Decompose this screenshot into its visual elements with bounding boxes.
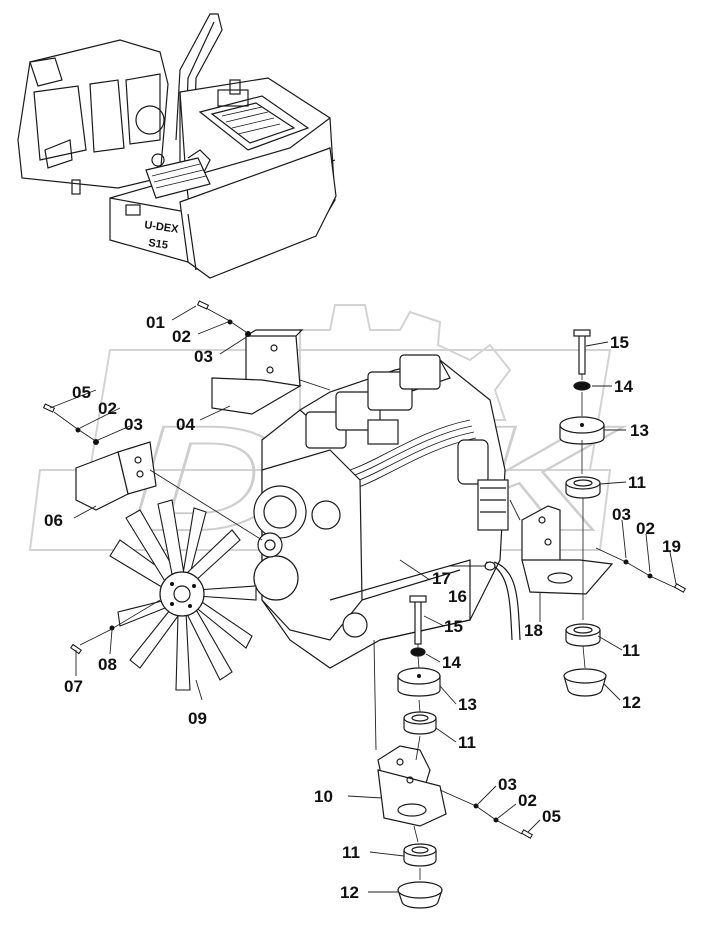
callout-05: 05 <box>72 383 91 402</box>
callout-03: 03 <box>124 415 143 434</box>
callout-02: 02 <box>518 791 537 810</box>
callout-12: 12 <box>340 883 359 902</box>
callout-11: 11 <box>622 641 640 660</box>
leader-lines <box>49 305 677 893</box>
callout-06: 06 <box>44 511 63 530</box>
callout-labels: 01 02 03 04 05 02 03 06 07 08 09 10 11 1… <box>44 313 681 902</box>
callout-03: 03 <box>612 505 631 524</box>
callout-11: 11 <box>628 473 646 492</box>
callout-13: 13 <box>630 421 649 440</box>
callout-12: 12 <box>622 693 641 712</box>
callout-02: 02 <box>636 519 655 538</box>
bracket-18 <box>521 505 614 595</box>
callout-05: 05 <box>542 807 561 826</box>
bracket-04 <box>211 329 304 415</box>
callout-16: 16 <box>448 587 467 606</box>
callout-03: 03 <box>194 347 213 366</box>
callout-10: 10 <box>314 787 333 806</box>
callout-15: 15 <box>444 617 463 636</box>
callout-09: 09 <box>188 709 207 728</box>
excavator-badge-model: S15 <box>148 237 169 252</box>
excavator-badge-brand: U-DEX <box>144 219 180 236</box>
mount-stack-right <box>559 329 607 697</box>
fasteners <box>42 300 687 839</box>
callout-17: 17 <box>432 569 451 588</box>
cooling-fan-09 <box>109 499 257 691</box>
excavator-overview: U-DEX S15 <box>17 13 337 279</box>
bracket-06 <box>75 441 157 511</box>
callout-11: 11 <box>458 733 476 752</box>
callout-02: 02 <box>172 327 191 346</box>
bracket-10 <box>377 745 447 827</box>
mount-stack-bottom <box>397 825 443 909</box>
callout-01: 01 <box>146 313 165 332</box>
callout-02: 02 <box>98 399 117 418</box>
callout-07: 07 <box>64 677 83 696</box>
callout-14: 14 <box>614 377 633 396</box>
callout-04: 04 <box>176 415 195 434</box>
callout-13: 13 <box>458 695 477 714</box>
callout-15: 15 <box>610 333 629 352</box>
callout-11: 11 <box>342 843 360 862</box>
mount-stack-middle <box>397 595 441 761</box>
callout-08: 08 <box>98 655 117 674</box>
callout-14: 14 <box>442 653 461 672</box>
callout-18: 18 <box>524 621 543 640</box>
callout-19: 19 <box>662 537 681 556</box>
callout-03: 03 <box>498 775 517 794</box>
engine-assembly <box>253 354 521 669</box>
